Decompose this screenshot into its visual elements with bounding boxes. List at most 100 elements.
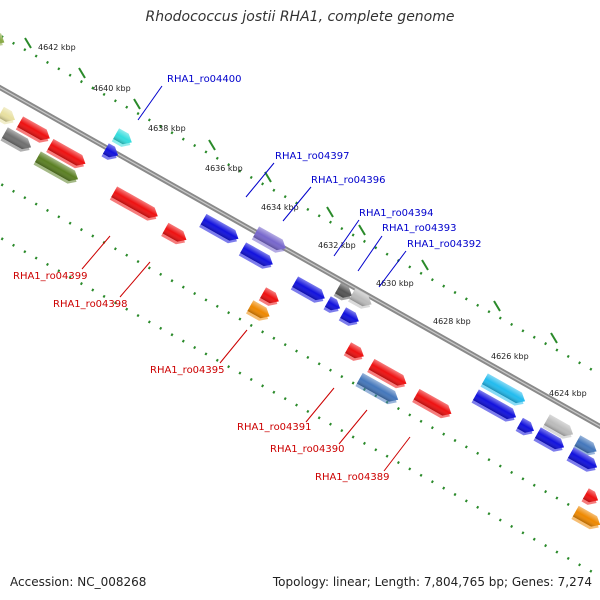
- gene-feature[interactable]: [161, 222, 189, 248]
- ruler-tick-label: 4626 kbp: [491, 352, 529, 361]
- gene-label-leader: [81, 235, 111, 270]
- tick-mark: [78, 67, 86, 79]
- gene-shading: [340, 307, 359, 324]
- gene-label-leader: [333, 219, 360, 257]
- gene-label-leader: [219, 329, 248, 364]
- ruler-tick-label: 4628 kbp: [433, 317, 471, 326]
- gene-shading: [567, 447, 598, 470]
- gene-feature[interactable]: [338, 307, 362, 329]
- gene-feature[interactable]: [109, 186, 161, 225]
- ruler-tick-label: 4632 kbp: [318, 241, 356, 250]
- gene-shading: [345, 342, 364, 359]
- gene-shading: [35, 151, 79, 182]
- gene-label-leader: [119, 261, 151, 298]
- gene-feature[interactable]: [290, 276, 328, 306]
- gene-feature[interactable]: [348, 288, 375, 312]
- gene-feature[interactable]: [515, 417, 537, 439]
- gene-shading: [473, 389, 517, 420]
- gene-shading: [1, 127, 32, 150]
- gene-shading: [17, 116, 50, 141]
- gene-shading: [113, 128, 132, 145]
- gene-feature[interactable]: [258, 287, 282, 309]
- ruler-dots-2: [0, 182, 600, 524]
- tick-mark: [550, 332, 558, 344]
- gene-label-reverse[interactable]: RHA1_ro04398: [53, 299, 128, 310]
- gene-shading: [240, 242, 273, 267]
- gene-feature[interactable]: [46, 138, 88, 172]
- gene-feature[interactable]: [101, 143, 121, 163]
- gene-shading: [200, 213, 239, 241]
- gene-feature[interactable]: [412, 388, 454, 422]
- gene-feature[interactable]: [323, 296, 343, 316]
- tick-mark: [493, 300, 501, 312]
- gene-feature[interactable]: [367, 358, 409, 392]
- topology-text: Topology: linear; Length: 7,804,765 bp; …: [272, 575, 592, 589]
- gene-feature[interactable]: [0, 127, 35, 155]
- gene-feature[interactable]: [566, 447, 600, 475]
- gene-shading: [102, 143, 119, 158]
- gene-shading: [0, 32, 5, 45]
- gene-shading: [356, 372, 399, 402]
- ruler-tick-label: 4636 kbp: [205, 164, 243, 173]
- gene-label-forward[interactable]: RHA1_ro04396: [311, 175, 386, 186]
- gene-shading: [582, 488, 599, 503]
- gene-feature[interactable]: [355, 372, 401, 408]
- gene-shading: [247, 300, 270, 319]
- ruler-tick-label: 4634 kbp: [261, 203, 299, 212]
- gene-feature[interactable]: [15, 116, 53, 146]
- gene-shading: [335, 282, 352, 298]
- accession-text: Accession: NC_008268: [10, 575, 147, 589]
- gene-label-leader: [282, 186, 312, 222]
- ruler-tick-label: 4638 kbp: [148, 124, 186, 133]
- gene-feature[interactable]: [343, 342, 367, 364]
- gene-label-forward[interactable]: RHA1_ro04393: [382, 223, 457, 234]
- gene-feature[interactable]: [199, 213, 241, 247]
- gene-label-reverse[interactable]: RHA1_ro04399: [13, 271, 88, 282]
- gene-label-reverse[interactable]: RHA1_ro04391: [237, 422, 312, 433]
- gene-feature[interactable]: [33, 151, 81, 188]
- ruler-dots-lower: [0, 236, 600, 578]
- gene-feature[interactable]: [542, 414, 577, 442]
- backbone-highlight: [0, 86, 600, 428]
- gene-feature[interactable]: [533, 427, 568, 455]
- gene-feature[interactable]: [471, 389, 519, 426]
- gene-label-forward[interactable]: RHA1_ro04394: [359, 208, 434, 219]
- gene-label-forward[interactable]: RHA1_ro04400: [167, 74, 242, 85]
- tick-mark: [208, 139, 216, 151]
- gene-feature[interactable]: [581, 488, 600, 508]
- gene-label-leader: [378, 250, 407, 288]
- gene-feature[interactable]: [238, 242, 276, 272]
- gene-shading: [534, 427, 565, 450]
- map-title: Rhodococcus jostii RHA1, complete genome: [145, 9, 455, 25]
- gene-feature[interactable]: [571, 505, 600, 533]
- gene-shading: [517, 417, 534, 433]
- gene-shading: [482, 373, 526, 404]
- gene-label-reverse[interactable]: RHA1_ro04395: [150, 365, 225, 376]
- gene-feature[interactable]: [251, 226, 289, 256]
- tick-mark: [358, 224, 366, 236]
- gene-feature[interactable]: [0, 106, 18, 128]
- gene-shading: [349, 288, 372, 307]
- gene-feature[interactable]: [480, 373, 528, 410]
- tick-mark: [421, 259, 429, 271]
- gene-label-forward[interactable]: RHA1_ro04397: [275, 151, 350, 162]
- gene-shading: [572, 505, 600, 527]
- ruler-tick-label: 4642 kbp: [38, 43, 76, 52]
- gene-label-reverse[interactable]: RHA1_ro04389: [315, 472, 390, 483]
- gene-shading: [253, 226, 286, 251]
- gene-shading: [111, 186, 158, 219]
- gene-feature[interactable]: [111, 128, 135, 150]
- gene-label-leader: [137, 85, 163, 121]
- gene-shading: [260, 287, 279, 304]
- gene-feature[interactable]: [246, 300, 273, 324]
- gene-label-leader: [245, 162, 275, 198]
- gene-label-forward[interactable]: RHA1_ro04392: [407, 239, 482, 250]
- gene-shading: [162, 222, 187, 242]
- gene-shading: [368, 358, 407, 386]
- gene-label-reverse[interactable]: RHA1_ro04390: [270, 444, 345, 455]
- gene-feature[interactable]: [0, 32, 7, 50]
- tick-mark: [264, 171, 272, 183]
- ruler-dots-1: [0, 34, 600, 376]
- gene-feature[interactable]: [333, 282, 355, 304]
